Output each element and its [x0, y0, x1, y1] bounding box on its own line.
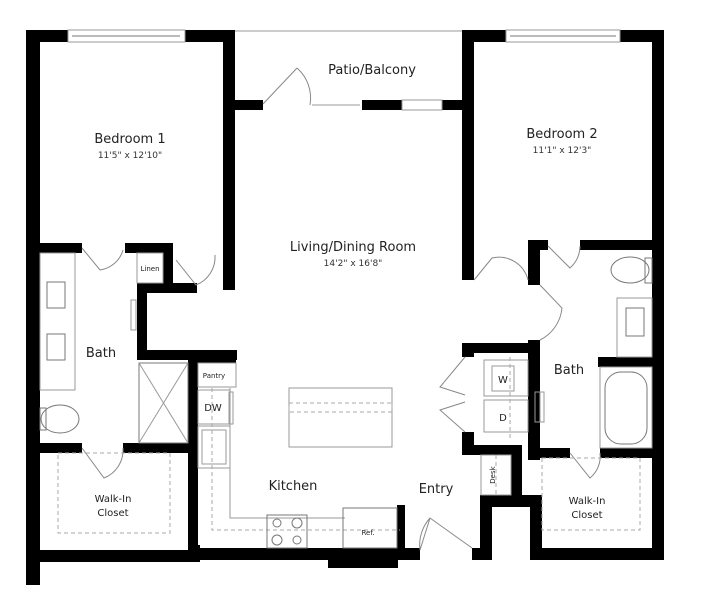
laundry-fixtures	[480, 357, 545, 496]
living-dining-label: Living/Dining Room	[290, 240, 416, 255]
patio-balcony-label: Patio/Balcony	[328, 63, 416, 78]
closet2-label-line1: Walk-In	[569, 496, 606, 507]
dishwasher-label: DW	[204, 403, 222, 414]
bath1-fixtures	[39, 252, 189, 444]
dryer-label: D	[499, 413, 507, 424]
bedroom2-dimensions: 11'1" x 12'3"	[533, 146, 592, 156]
washer-label: W	[498, 375, 508, 386]
bath2-label: Bath	[554, 363, 584, 378]
closet1-label-line2: Closet	[97, 508, 128, 519]
bedroom1-label: Bedroom 1	[94, 132, 165, 147]
kitchen-fixtures	[197, 362, 400, 549]
closet2-shelving	[541, 457, 641, 531]
closet2-label-line2: Closet	[571, 510, 602, 521]
bedroom1-dimensions: 11'5" x 12'10"	[98, 151, 162, 161]
living-dining-dimensions: 14'2" x 16'8"	[324, 259, 383, 269]
windows	[67, 29, 621, 111]
desk-label: Desk	[489, 465, 497, 483]
bath2-fixtures	[534, 256, 653, 449]
closet1-label-line1: Walk-In	[95, 494, 132, 505]
linen-label: Linen	[140, 265, 159, 273]
pantry-label: Pantry	[203, 372, 225, 380]
refrigerator-label: Ref.	[361, 529, 374, 537]
bath1-label: Bath	[86, 346, 116, 361]
closet1-shelving	[57, 452, 171, 534]
bedroom2-label: Bedroom 2	[526, 127, 597, 142]
kitchen-label: Kitchen	[269, 479, 318, 494]
walls	[26, 30, 664, 585]
entry-label: Entry	[419, 482, 454, 497]
doors	[81, 67, 601, 551]
